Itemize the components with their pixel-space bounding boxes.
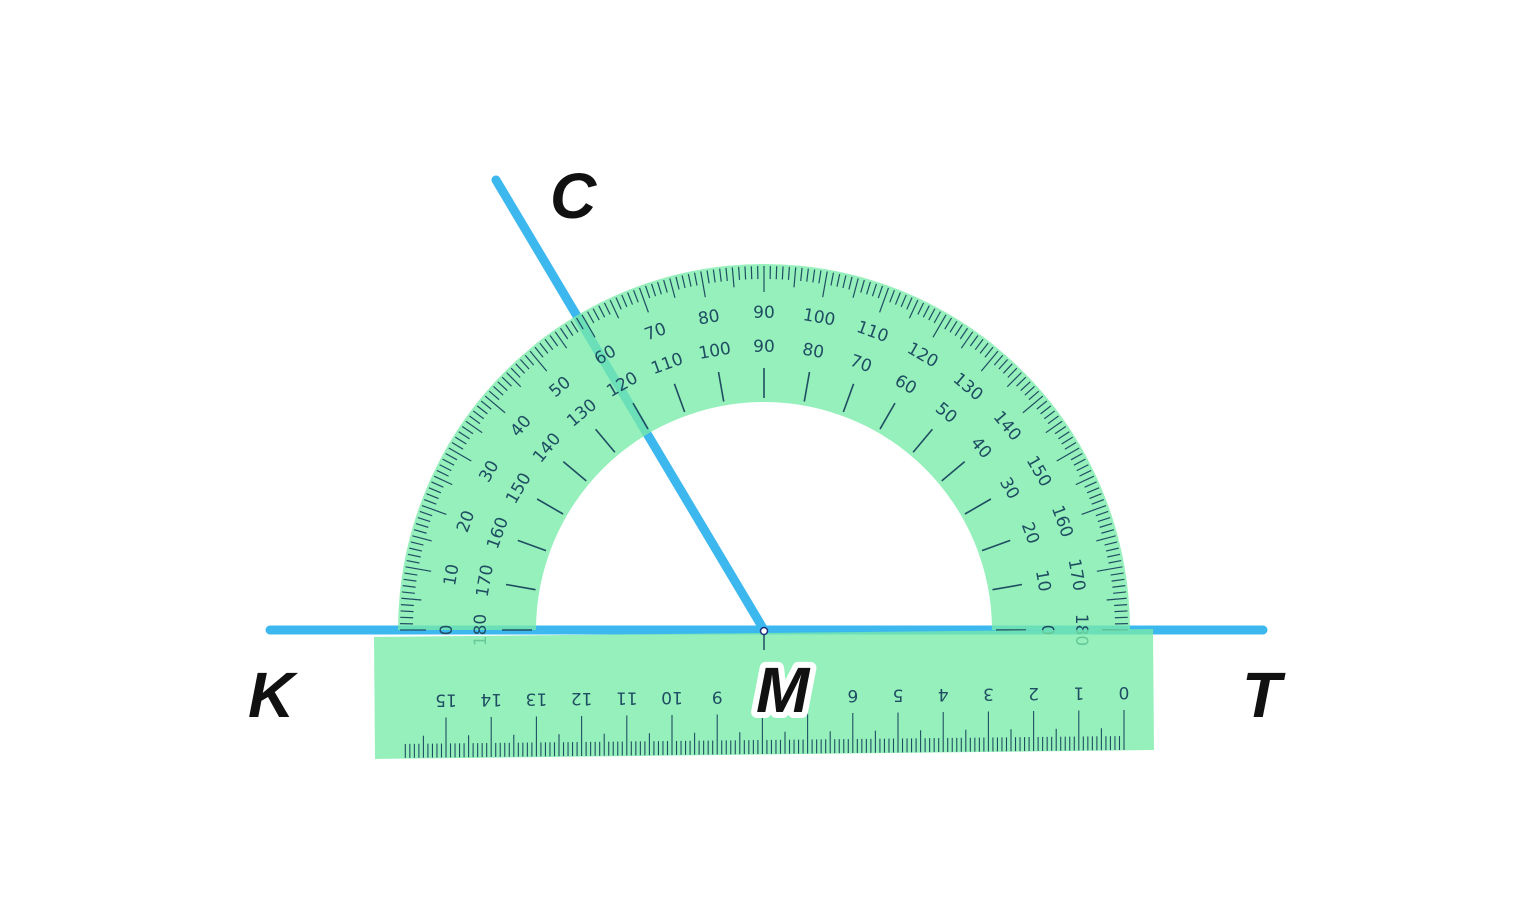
ruler-number-2: 2	[1028, 683, 1039, 703]
degree-tick	[400, 611, 413, 612]
degree-tick	[745, 266, 746, 279]
point-label-t: T	[1242, 659, 1286, 731]
ruler-number-9: 9	[712, 686, 723, 706]
outer-scale-label-90: 90	[753, 303, 775, 323]
ruler-number-10: 10	[661, 687, 683, 707]
outer-scale-label-10: 10	[440, 563, 463, 588]
ruler-number-4: 4	[938, 684, 949, 704]
inner-scale-label-80: 80	[801, 340, 826, 363]
inner-scale-label-10: 10	[1031, 568, 1054, 593]
point-label-c: C	[550, 160, 597, 232]
ruler-number-13: 13	[526, 688, 548, 708]
ruler-number-14: 14	[480, 689, 502, 709]
ruler-number-15: 15	[435, 689, 457, 709]
degree-tick	[782, 266, 783, 279]
ruler-number-3: 3	[983, 683, 994, 703]
protractor: 1801701601501401301201101009080706050403…	[398, 264, 1130, 646]
inner-scale-label-90: 90	[753, 337, 775, 357]
ruler-number-6: 6	[847, 685, 858, 705]
degree-tick	[1115, 611, 1128, 612]
point-label-m: M	[756, 654, 811, 726]
ruler-number-1: 1	[1073, 682, 1084, 702]
outer-scale-label-80: 80	[697, 306, 722, 329]
ruler-number-12: 12	[571, 688, 593, 708]
ruler-number-11: 11	[616, 687, 638, 707]
point-label-k: K	[248, 659, 299, 731]
outer-scale-label-0: 0	[437, 625, 457, 636]
vertex-point	[761, 628, 768, 635]
ruler-number-0: 0	[1119, 682, 1130, 702]
ruler-number-5: 5	[893, 684, 904, 704]
